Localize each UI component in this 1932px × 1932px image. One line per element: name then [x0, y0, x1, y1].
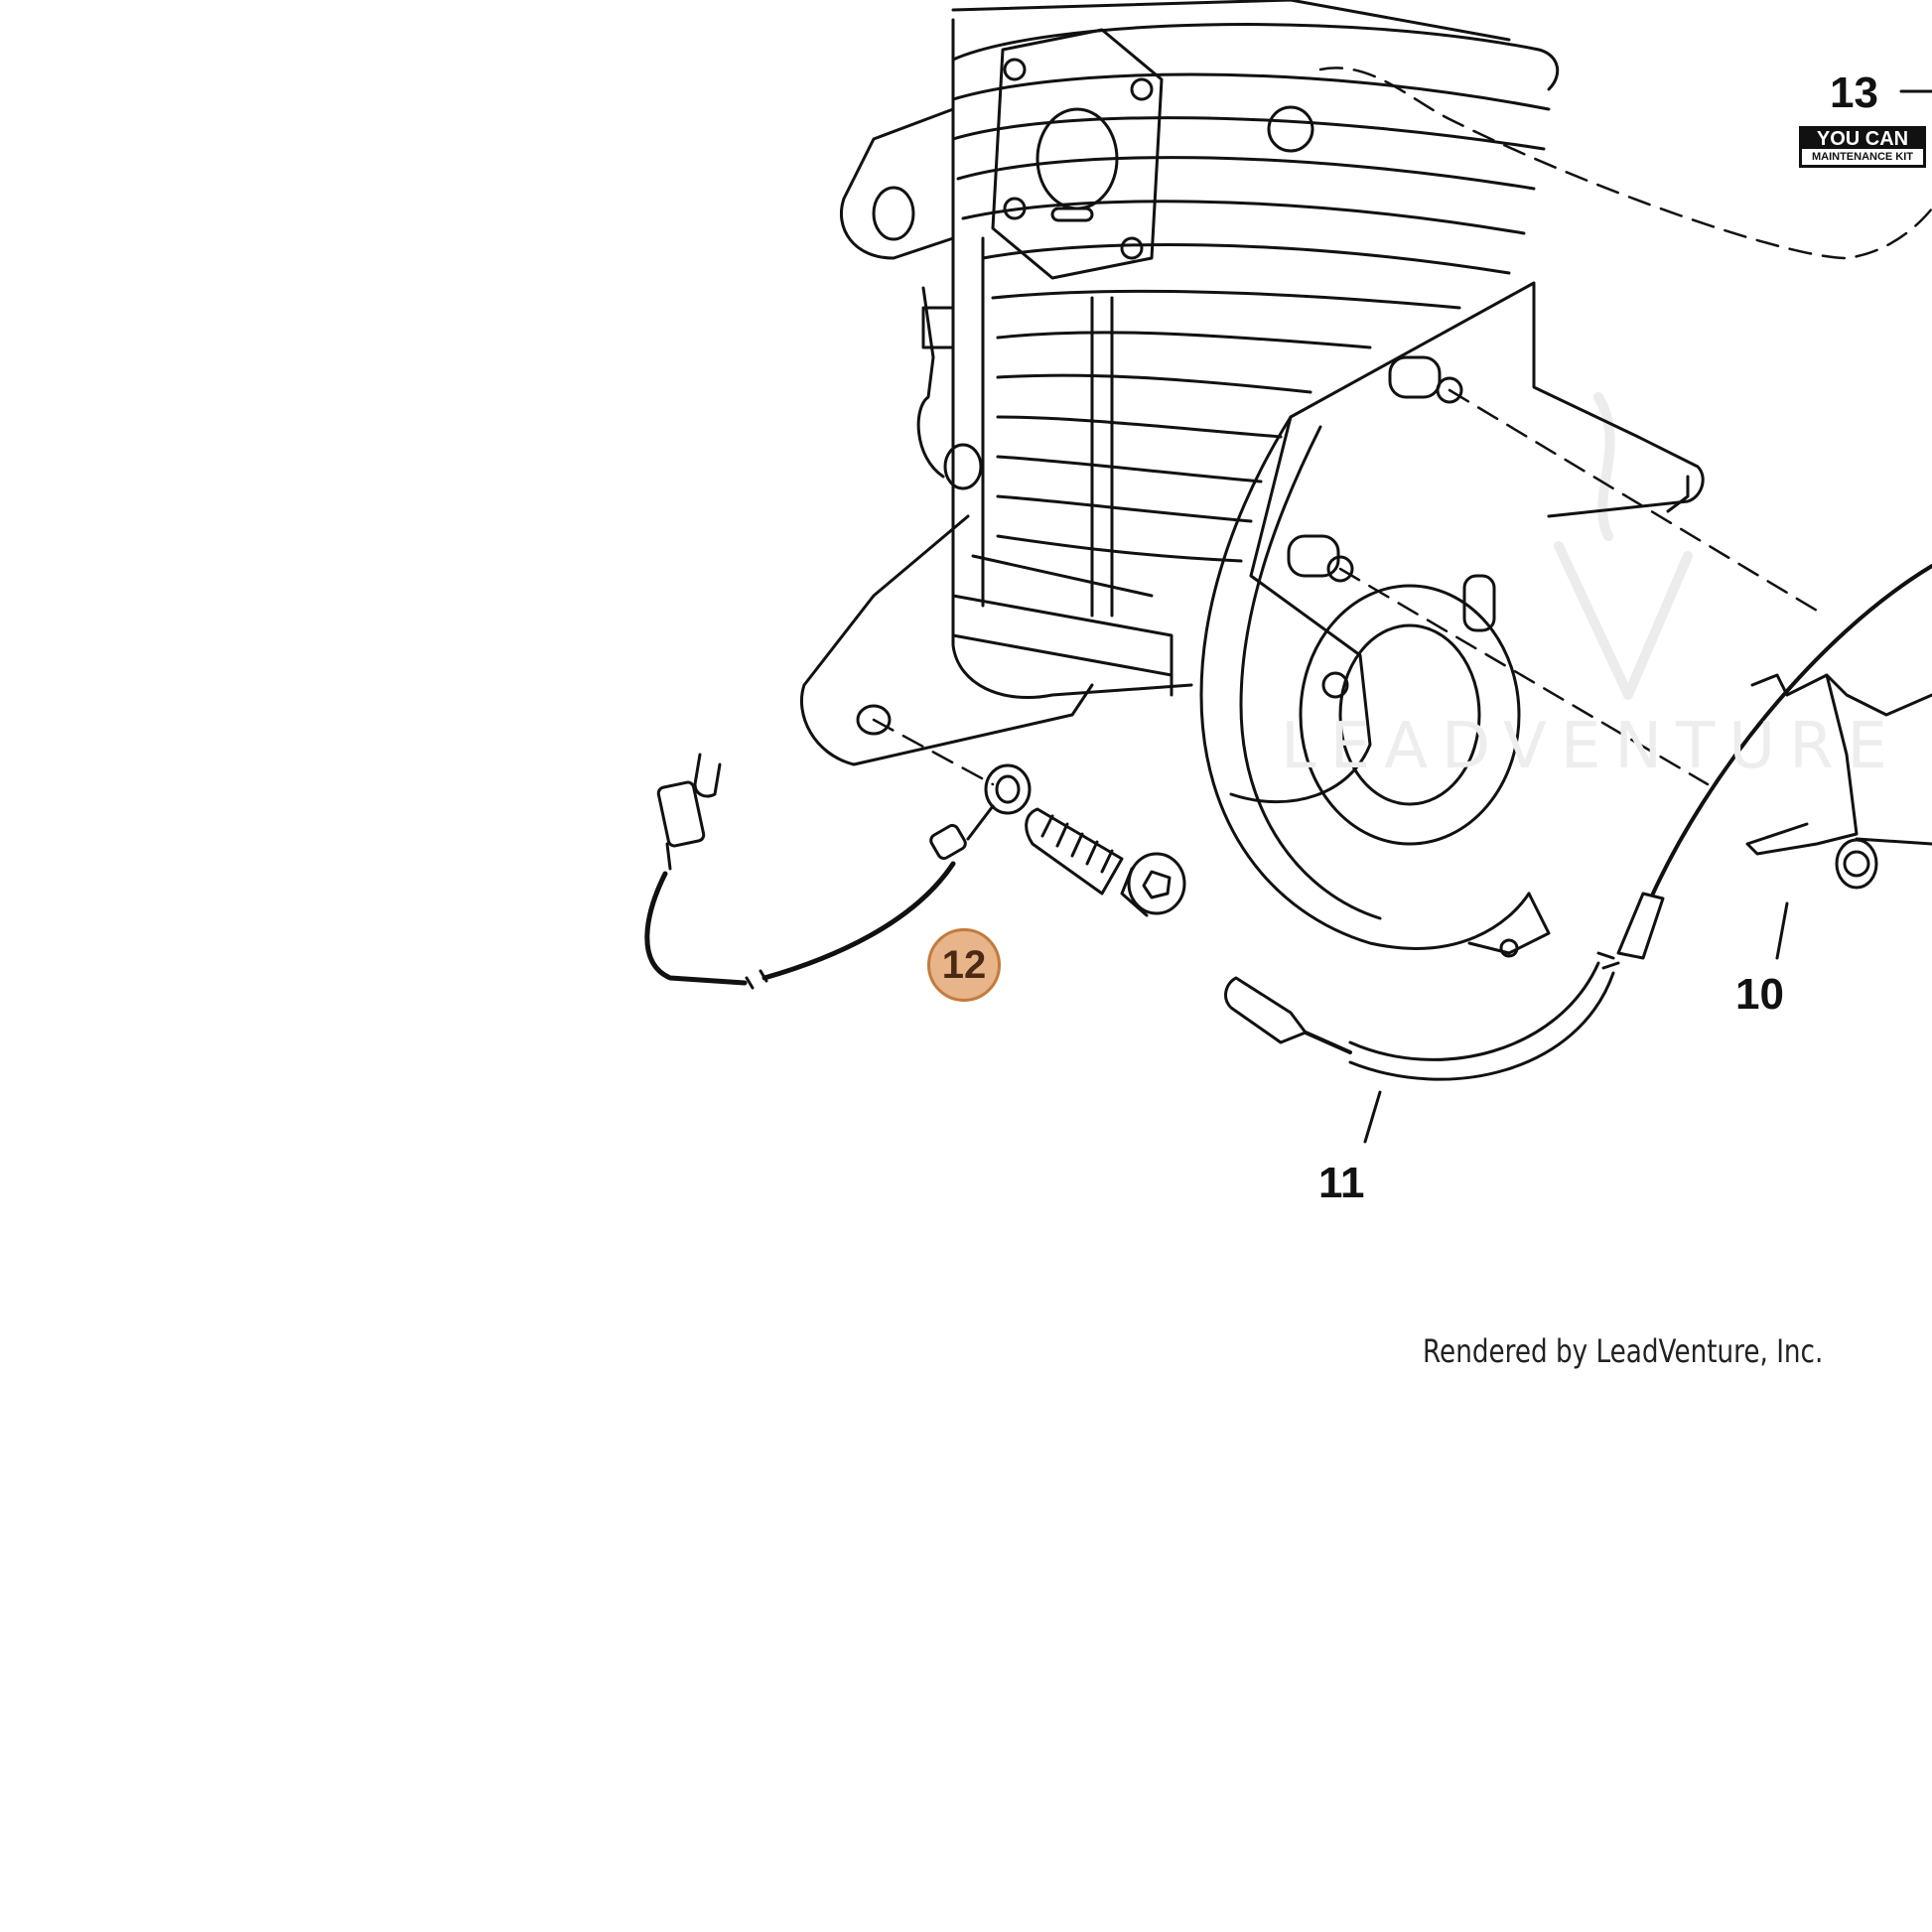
assembly-guide-lines [872, 67, 1932, 786]
watermark-text: LEADVENTURE [1281, 710, 1901, 783]
fan-housing [1199, 281, 1705, 958]
callout-13[interactable]: 13 [1830, 69, 1878, 117]
render-credit: Rendered by LeadVenture, Inc. [1423, 1332, 1824, 1370]
kit-badge-subtitle: MAINTENANCE KIT [1811, 151, 1914, 163]
ignition-lead-part-11 [1224, 564, 1932, 1144]
kit-badge-title: YOU CAN [1802, 129, 1923, 149]
watermark-logo [1554, 392, 1693, 700]
callout-11[interactable]: 11 [1318, 1159, 1365, 1207]
callout-12-highlighted[interactable]: 12 [927, 928, 1001, 1002]
crankcase-mount [799, 107, 1173, 766]
maintenance-kit-badge[interactable]: YOU CAN MAINTENANCE KIT [1799, 126, 1926, 168]
bracket-part-10 [1745, 673, 1932, 960]
mounting-screw [1025, 807, 1186, 917]
callout-10[interactable]: 10 [1735, 970, 1784, 1019]
ground-wire-part-12 [644, 753, 1032, 990]
cylinder-block [951, 0, 1560, 700]
